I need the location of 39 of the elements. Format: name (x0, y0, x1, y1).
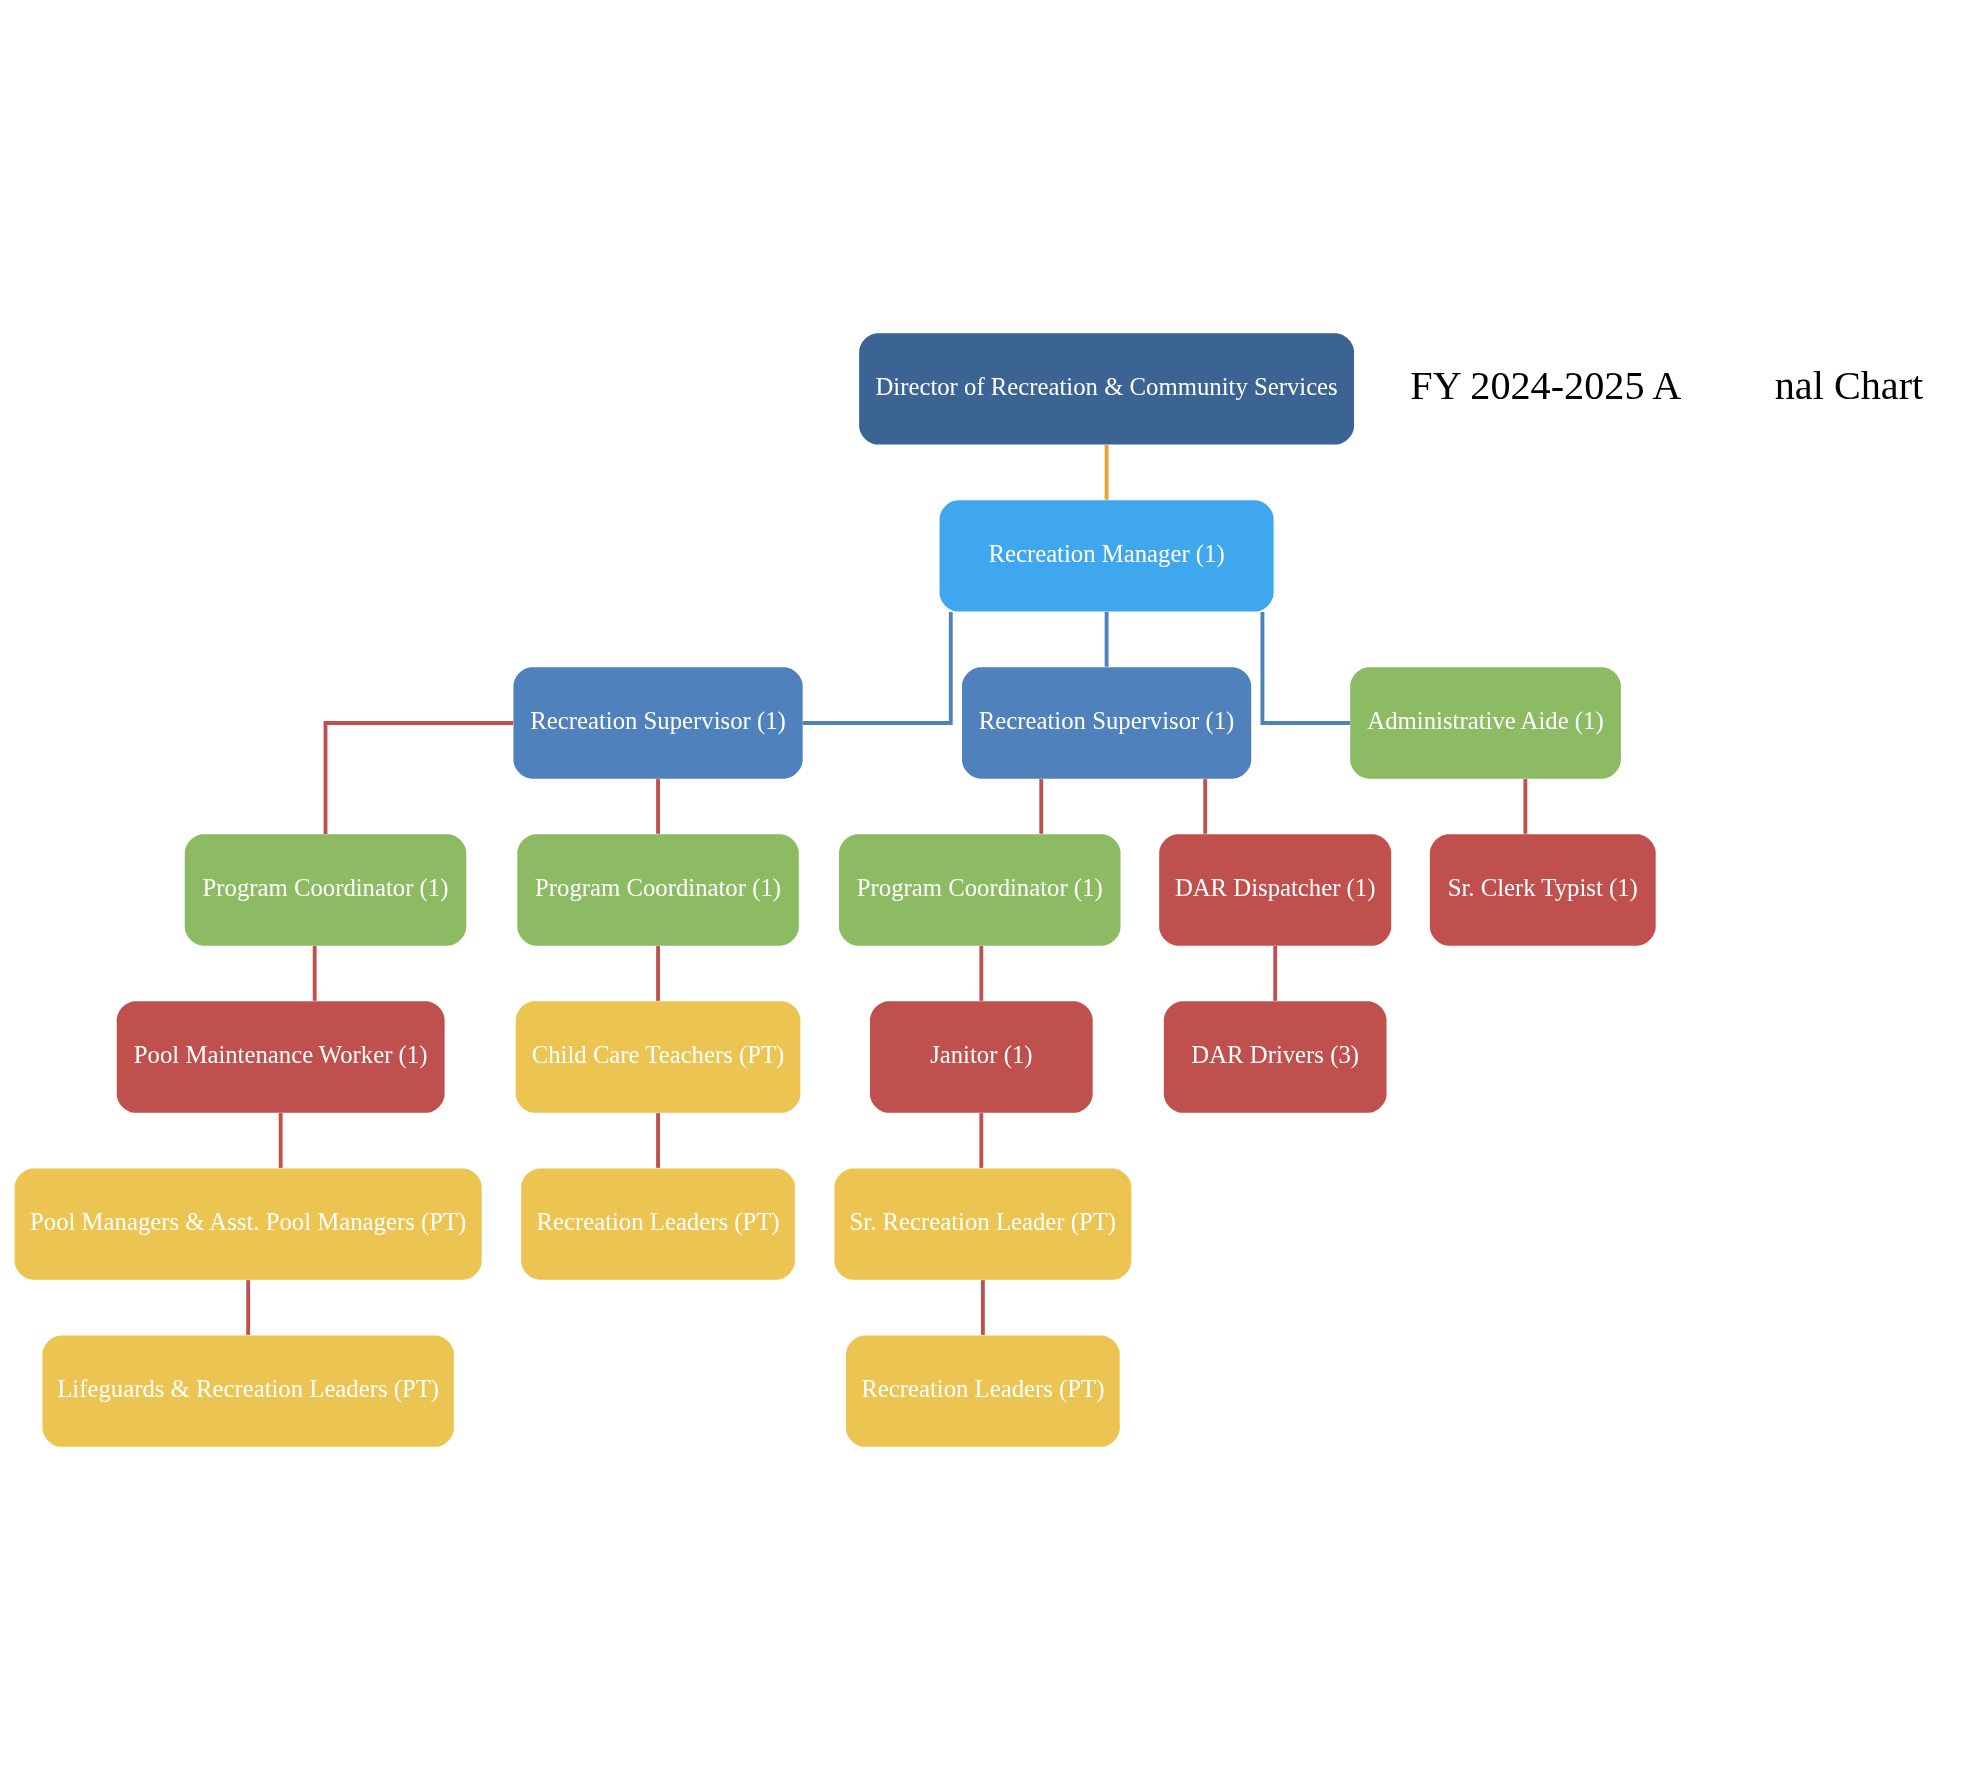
connector (1104, 611, 1109, 667)
connector (656, 945, 660, 1001)
connector (979, 945, 984, 1001)
node-box: Lifeguards & Recreation Leaders (PT) (42, 1334, 454, 1447)
node-box: Administrative Aide (1) (1350, 666, 1621, 779)
node-box: Recreation Manager (1) (939, 499, 1274, 612)
node-box: Program Coordinator (1) (517, 833, 799, 946)
connector (980, 1279, 985, 1335)
node-box: Recreation Leaders (PT) (521, 1167, 795, 1280)
connector (278, 1112, 283, 1168)
connector (1104, 444, 1109, 500)
node-box: Recreation Supervisor (1) (962, 666, 1252, 779)
connector (323, 720, 514, 834)
connector (656, 1112, 660, 1168)
node-box: Pool Managers & Asst. Pool Managers (PT) (14, 1167, 482, 1280)
label: nal Chart (1774, 362, 1924, 408)
connector (1273, 945, 1278, 1001)
connector (312, 945, 317, 1001)
node-box: Director of Recreation & Community Services (859, 332, 1355, 445)
node-box: Pool Maintenance Worker (1) (116, 1000, 445, 1113)
connector (979, 1112, 984, 1168)
connector (1039, 778, 1044, 834)
node-box: Program Coordinator (1) (839, 833, 1121, 946)
node-box: DAR Drivers (3) (1163, 1000, 1387, 1113)
node-box: Sr. Recreation Leader (PT) (834, 1167, 1132, 1280)
label: FY 2024-2025 A (1410, 362, 1682, 408)
node-box: Recreation Leaders (PT) (846, 1334, 1120, 1447)
connector (802, 611, 953, 725)
connector (656, 778, 660, 834)
connector (246, 1279, 251, 1335)
node-box: Sr. Clerk Typist (1) (1429, 833, 1656, 946)
connector (1260, 611, 1350, 725)
node-box: Recreation Supervisor (1) (513, 666, 803, 779)
node-box: Child Care Teachers (PT) (515, 1000, 801, 1113)
node-box: Program Coordinator (1) (184, 833, 467, 946)
node-box: DAR Dispatcher (1) (1159, 833, 1392, 946)
connector (1523, 778, 1528, 834)
node-box: Janitor (1) (869, 1000, 1093, 1113)
connector (1203, 778, 1208, 834)
